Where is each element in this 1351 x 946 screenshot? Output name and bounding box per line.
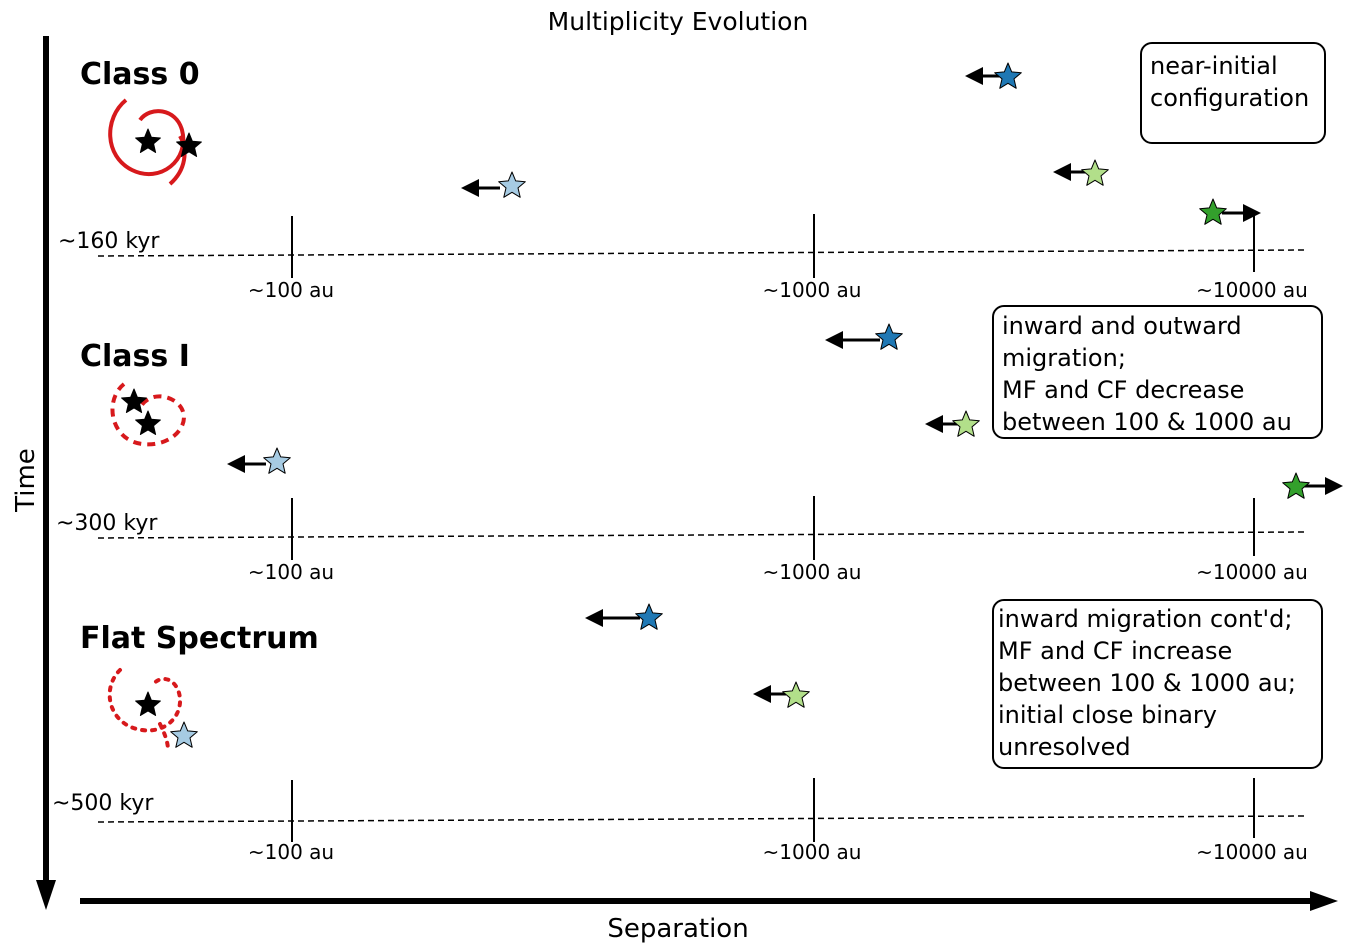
dotted-disk-tail-icon xyxy=(158,722,170,752)
stage-label: Class 0 xyxy=(80,57,200,92)
note-line: inward and outward xyxy=(1002,312,1242,340)
tick-label-100au: ~100 au xyxy=(248,278,334,302)
spiral-disk-icon xyxy=(108,98,186,177)
dotted-disk-icon xyxy=(107,668,182,733)
companion-star-light-blue-icon xyxy=(170,721,198,748)
time-marker-dashed-line xyxy=(97,249,1307,257)
stage-label: Flat Spectrum xyxy=(80,621,319,656)
separation-axis-arrowhead xyxy=(1310,891,1338,911)
protostar-primary-icon xyxy=(135,128,161,153)
protostar-primary-icon xyxy=(121,388,147,413)
age-label: ~300 kyr xyxy=(56,511,158,536)
companion-star-light-green-icon xyxy=(952,410,980,437)
companion-star-blue-icon xyxy=(635,603,663,630)
note-flat-spectrum: inward migration cont'd; MF and CF incre… xyxy=(992,599,1323,769)
note-line: configuration xyxy=(1150,84,1310,112)
note-line: unresolved xyxy=(998,733,1131,761)
companion-star-blue-icon xyxy=(994,62,1022,89)
panel-class-0: Class 0 ~160 kyr ~100 au ~1000 au ~10000… xyxy=(58,57,1308,302)
age-label: ~500 kyr xyxy=(52,791,154,816)
companion-star-light-green-icon xyxy=(782,681,810,708)
note-class-i: inward and outward migration; MF and CF … xyxy=(992,305,1323,439)
protostar-secondary-icon xyxy=(176,132,202,157)
note-class-0: near-initial configuration xyxy=(1140,42,1326,144)
time-marker-dashed-line xyxy=(97,815,1307,823)
stage-label: Class I xyxy=(80,339,190,374)
time-marker-dashed-line xyxy=(97,531,1307,539)
tick-label-10000au: ~10000 au xyxy=(1196,840,1308,864)
note-line: between 100 & 1000 au xyxy=(1002,408,1292,436)
tick-label-10000au: ~10000 au xyxy=(1196,560,1308,584)
protostar-secondary-icon xyxy=(135,410,161,435)
tick-label-1000au: ~1000 au xyxy=(763,840,862,864)
tick-label-100au: ~100 au xyxy=(248,560,334,584)
note-line: near-initial xyxy=(1150,52,1278,80)
companion-star-light-blue-icon xyxy=(263,447,291,474)
companion-star-light-green-icon xyxy=(1081,159,1109,186)
companion-star-light-blue-icon xyxy=(498,171,526,198)
separation-axis-label: Separation xyxy=(607,914,748,944)
tick-label-10000au: ~10000 au xyxy=(1196,278,1308,302)
panel-class-i: Class I ~300 kyr ~100 au ~1000 au ~10000… xyxy=(56,323,1343,584)
tick-label-1000au: ~1000 au xyxy=(763,560,862,584)
spiral-arm-icon xyxy=(168,135,187,186)
note-line: initial close binary xyxy=(998,701,1217,729)
time-axis-arrowhead xyxy=(36,880,56,910)
companion-star-blue-icon xyxy=(875,323,903,350)
dashed-disk-icon xyxy=(110,382,186,447)
panel-flat-spectrum: Flat Spectrum ~500 kyr ~100 au ~1000 au … xyxy=(52,603,1308,864)
time-axis-label: Time xyxy=(11,448,41,513)
note-line: MF and CF increase xyxy=(998,637,1233,665)
diagram-title: Multiplicity Evolution xyxy=(548,7,809,36)
tick-label-1000au: ~1000 au xyxy=(763,278,862,302)
note-line: between 100 & 1000 au; xyxy=(998,669,1296,697)
age-label: ~160 kyr xyxy=(58,229,160,254)
tick-label-100au: ~100 au xyxy=(248,840,334,864)
note-line: migration; xyxy=(1002,344,1126,372)
protostar-primary-icon xyxy=(135,691,161,716)
note-line: MF and CF decrease xyxy=(1002,376,1245,404)
companion-star-green-icon xyxy=(1282,472,1310,499)
companion-star-green-icon xyxy=(1199,198,1227,225)
note-line: inward migration cont'd; xyxy=(998,605,1293,633)
